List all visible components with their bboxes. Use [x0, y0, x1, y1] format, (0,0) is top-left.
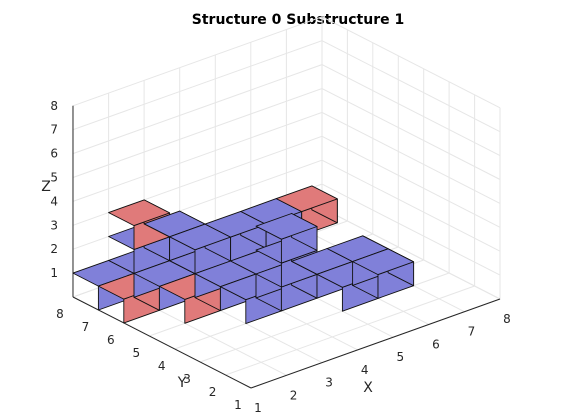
y-axis-line: [72, 296, 252, 389]
z-tick-label: 8: [50, 99, 58, 113]
grid-line-z: [72, 40, 501, 133]
x-tick-label: 1: [254, 401, 262, 415]
x-tick-label: 5: [396, 350, 404, 364]
y-tick-label: 5: [132, 346, 140, 360]
grid-line-z: [72, 16, 501, 109]
voxel-face-top: [275, 185, 338, 213]
x-tick-label: 7: [468, 325, 476, 339]
voxel-blue: [169, 223, 232, 275]
grid-line-z: [72, 135, 501, 228]
y-tick-label: 4: [158, 359, 166, 373]
voxel-face-top: [255, 213, 318, 240]
z-tick-label: 1: [50, 266, 58, 280]
y-tick-label: 6: [107, 333, 115, 347]
z-tick-label: 6: [50, 147, 58, 161]
y-tick-label: 8: [56, 307, 64, 321]
y-tick-label: 2: [209, 385, 217, 399]
voxel-face-top: [352, 248, 415, 276]
grid-line-z: [72, 111, 501, 204]
voxel-face-top: [108, 199, 171, 227]
y-tick-label: 3: [183, 372, 191, 386]
tick-labels: 1 2 3 4 5 6 7 8 1 2 3 4 5 6 7 8 1 2 3 4 5 6 7 8: [50, 99, 510, 415]
z-tick-label: 3: [50, 218, 58, 232]
voxel-blue: [255, 213, 318, 264]
x-axis-line: [250, 298, 501, 389]
y-axis-label: Y: [177, 375, 187, 391]
z-tick-label: 2: [50, 242, 58, 256]
voxel-layer: [72, 185, 415, 325]
x-tick-label: 3: [325, 376, 333, 390]
x-tick-label: 2: [290, 388, 298, 402]
z-tick-label: 7: [50, 123, 58, 137]
y-tick-label: 1: [234, 398, 242, 412]
z-tick-label: 4: [50, 194, 58, 208]
x-tick-label: 6: [432, 337, 440, 351]
x-tick-label: 8: [503, 312, 511, 326]
x-axis-label: X: [363, 380, 373, 396]
z-tick-label: 5: [50, 171, 58, 185]
voxel-blue: [352, 248, 415, 299]
grid-line-z: [72, 87, 501, 180]
y-tick-label: 7: [82, 320, 90, 334]
voxel-blue: [204, 210, 267, 262]
chart-title: Structure 0 Substructure 1: [192, 12, 404, 28]
grid-line-z: [72, 64, 501, 157]
x-tick-label: 4: [361, 363, 369, 377]
z-axis-label: Z: [41, 179, 51, 195]
